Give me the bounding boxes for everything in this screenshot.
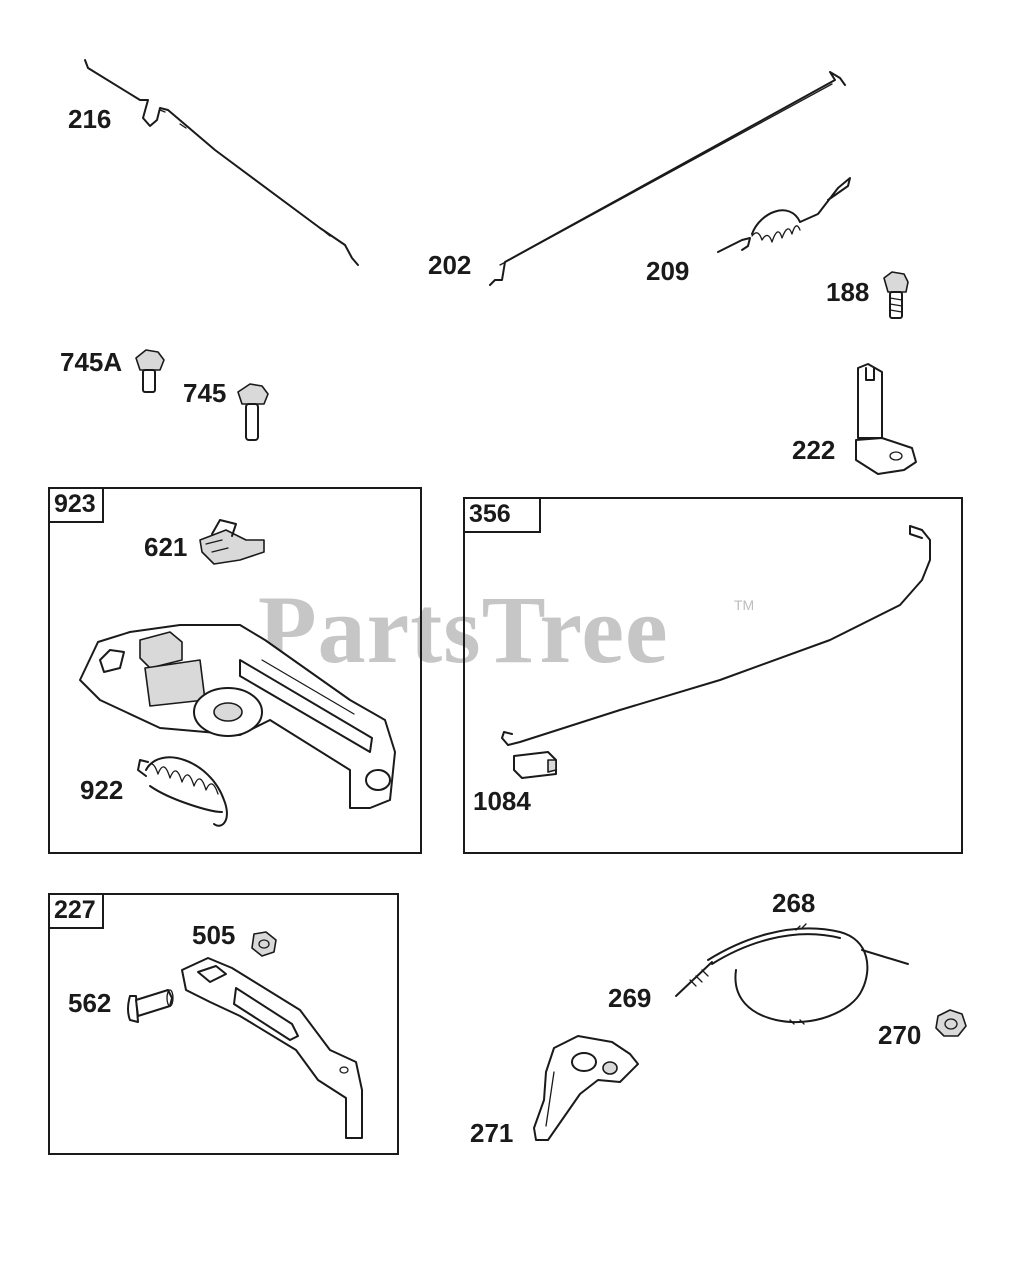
part-270-nut[interactable] [935, 1009, 967, 1037]
callout-745[interactable]: 745 [183, 378, 227, 408]
callout-209[interactable]: 209 [646, 256, 690, 286]
callout-922[interactable]: 922 [80, 775, 124, 805]
kit-box-923: 923 [48, 487, 422, 854]
kit-tag-356[interactable]: 356 [465, 499, 541, 533]
part-562-pin[interactable] [127, 989, 174, 1023]
callout-269[interactable]: 269 [608, 983, 652, 1013]
kit-tag-923[interactable]: 923 [50, 489, 104, 523]
part-188-bolt[interactable] [883, 271, 909, 319]
callout-202[interactable]: 202 [428, 250, 472, 280]
callout-562[interactable]: 562 [68, 988, 112, 1018]
part-222-bracket[interactable] [855, 363, 917, 475]
callout-745a[interactable]: 745A [60, 347, 123, 377]
callout-1084[interactable]: 1084 [473, 786, 531, 816]
part-1084-stop-switch-wire[interactable] [501, 525, 931, 779]
part-505-nut[interactable] [251, 931, 277, 957]
watermark-trademark: TM [734, 597, 755, 613]
kit-box-227: 227 [48, 893, 399, 1155]
part-745a-bolt[interactable] [135, 349, 165, 393]
part-202-rod[interactable] [489, 71, 846, 286]
part-209-spring[interactable] [717, 177, 851, 253]
callout-270[interactable]: 270 [878, 1020, 922, 1050]
callout-271[interactable]: 271 [470, 1118, 514, 1148]
part-922-spring[interactable] [137, 756, 228, 827]
callout-222[interactable]: 222 [792, 435, 836, 465]
part-216-governor-link[interactable] [84, 59, 359, 266]
part-923-control-bracket[interactable] [79, 624, 396, 809]
part-271-lever-bracket[interactable] [533, 1035, 639, 1141]
watermark-brand: PartsTree [258, 576, 669, 683]
callout-268[interactable]: 268 [772, 888, 816, 918]
callout-216[interactable]: 216 [68, 104, 112, 134]
part-268-cable[interactable] [707, 923, 909, 1025]
callout-505[interactable]: 505 [192, 920, 236, 950]
callout-188[interactable]: 188 [826, 277, 870, 307]
part-269-cable-end[interactable] [675, 961, 713, 997]
part-621-clip[interactable] [199, 519, 265, 565]
kit-tag-227[interactable]: 227 [50, 895, 104, 929]
callout-621[interactable]: 621 [144, 532, 188, 562]
kit-box-356: 356 [463, 497, 963, 854]
part-227-control-lever[interactable] [181, 957, 363, 1139]
part-745-bolt[interactable] [237, 383, 269, 441]
